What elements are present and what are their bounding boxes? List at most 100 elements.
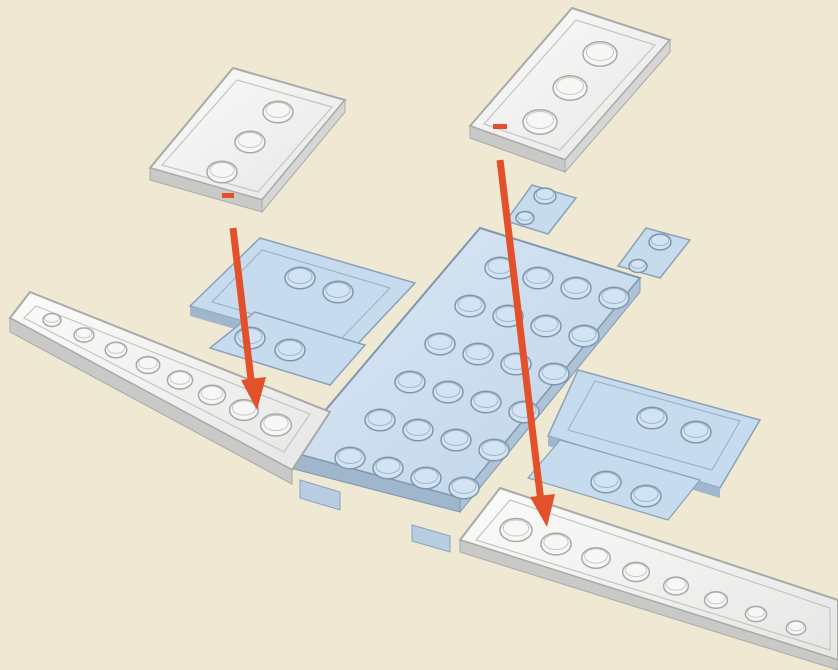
right-wing-studs xyxy=(499,517,807,636)
left-wing-studs xyxy=(42,312,293,437)
stud-rim xyxy=(543,533,569,551)
stud xyxy=(234,130,266,154)
stud-rim xyxy=(265,102,291,118)
stud xyxy=(334,446,366,470)
stud xyxy=(135,355,161,375)
stud xyxy=(499,517,533,543)
right-wing-plate xyxy=(458,486,838,670)
stud-rim xyxy=(650,234,670,246)
stud-rim xyxy=(633,486,659,502)
stud xyxy=(560,276,592,300)
stud xyxy=(703,590,729,610)
stud-rim xyxy=(706,591,726,605)
stud xyxy=(621,561,651,583)
stud xyxy=(206,160,238,184)
stud xyxy=(448,476,480,500)
stud-rim xyxy=(443,430,469,446)
stud-rim xyxy=(325,282,351,298)
stud xyxy=(478,438,510,462)
stud-rim xyxy=(200,385,224,401)
stud-rim xyxy=(75,327,93,339)
stud-rim xyxy=(481,440,507,456)
stud-rim xyxy=(465,344,491,360)
stud-rim xyxy=(209,162,235,178)
stud xyxy=(538,362,570,386)
stud-rim xyxy=(237,132,263,148)
stud xyxy=(581,547,611,569)
stud-rim xyxy=(503,354,529,370)
stud-rim xyxy=(277,340,303,356)
stud xyxy=(582,41,618,67)
stud-rim xyxy=(413,468,439,484)
stud-rim xyxy=(601,288,627,304)
stud xyxy=(662,576,690,596)
stud-rim xyxy=(585,43,615,61)
stud-rim xyxy=(435,382,461,398)
left-tile-studs xyxy=(206,100,294,184)
right-tile-1x3 xyxy=(468,6,672,174)
stud-rim xyxy=(639,408,665,424)
stud-rim xyxy=(451,478,477,494)
stud-rim xyxy=(405,420,431,436)
right-tile-studs xyxy=(522,41,618,135)
stud-rim xyxy=(683,422,709,438)
stud xyxy=(530,314,562,338)
stud-rim xyxy=(747,606,765,618)
center-plate xyxy=(188,184,762,553)
stud-rim xyxy=(517,211,533,221)
stud-rim xyxy=(367,410,393,426)
orientation-marker xyxy=(493,124,507,129)
stud-rim xyxy=(571,326,597,342)
stud xyxy=(259,413,293,437)
stud xyxy=(598,286,630,310)
stud-rim xyxy=(624,562,648,578)
stud xyxy=(568,324,600,348)
stud-rim xyxy=(457,296,483,312)
stud-rim xyxy=(665,577,687,591)
stud xyxy=(432,380,464,404)
stud xyxy=(590,470,622,494)
stud xyxy=(274,338,306,362)
stud-rim xyxy=(555,77,585,95)
stud-rim xyxy=(337,448,363,464)
stud xyxy=(197,384,227,406)
stud-rim xyxy=(511,402,537,418)
center-plate-studs xyxy=(334,256,630,500)
stud-rim xyxy=(525,111,555,129)
stud-rim xyxy=(525,268,551,284)
stud xyxy=(262,100,294,124)
stud xyxy=(470,390,502,414)
stud-rim xyxy=(231,400,257,416)
left-tile-1x3 xyxy=(148,66,347,214)
stud xyxy=(410,466,442,490)
stud-rim xyxy=(106,342,126,354)
left-wing-plate xyxy=(8,290,332,485)
stud xyxy=(228,398,260,422)
stud-rim xyxy=(397,372,423,388)
stud xyxy=(522,266,554,290)
stud-rim xyxy=(287,268,313,284)
stud xyxy=(522,109,558,135)
tab-studs xyxy=(515,187,672,274)
stud-rim xyxy=(535,188,555,200)
stud xyxy=(630,484,662,508)
right-placement-arrow xyxy=(496,159,555,527)
stud-rim xyxy=(563,278,589,294)
stud xyxy=(440,428,472,452)
stud-rim xyxy=(630,259,646,269)
stud-rim xyxy=(593,472,619,488)
stud xyxy=(454,294,486,318)
stud-rim xyxy=(541,364,567,380)
stud-rim xyxy=(138,356,158,370)
stud xyxy=(364,408,396,432)
stud xyxy=(394,370,426,394)
stud xyxy=(462,342,494,366)
stud xyxy=(552,75,588,101)
stud xyxy=(166,370,194,390)
stud-rim xyxy=(44,313,60,323)
mount-block-studs xyxy=(234,266,712,508)
left-placement-arrow xyxy=(229,227,266,410)
stud-rim xyxy=(787,620,805,632)
stud xyxy=(636,406,668,430)
